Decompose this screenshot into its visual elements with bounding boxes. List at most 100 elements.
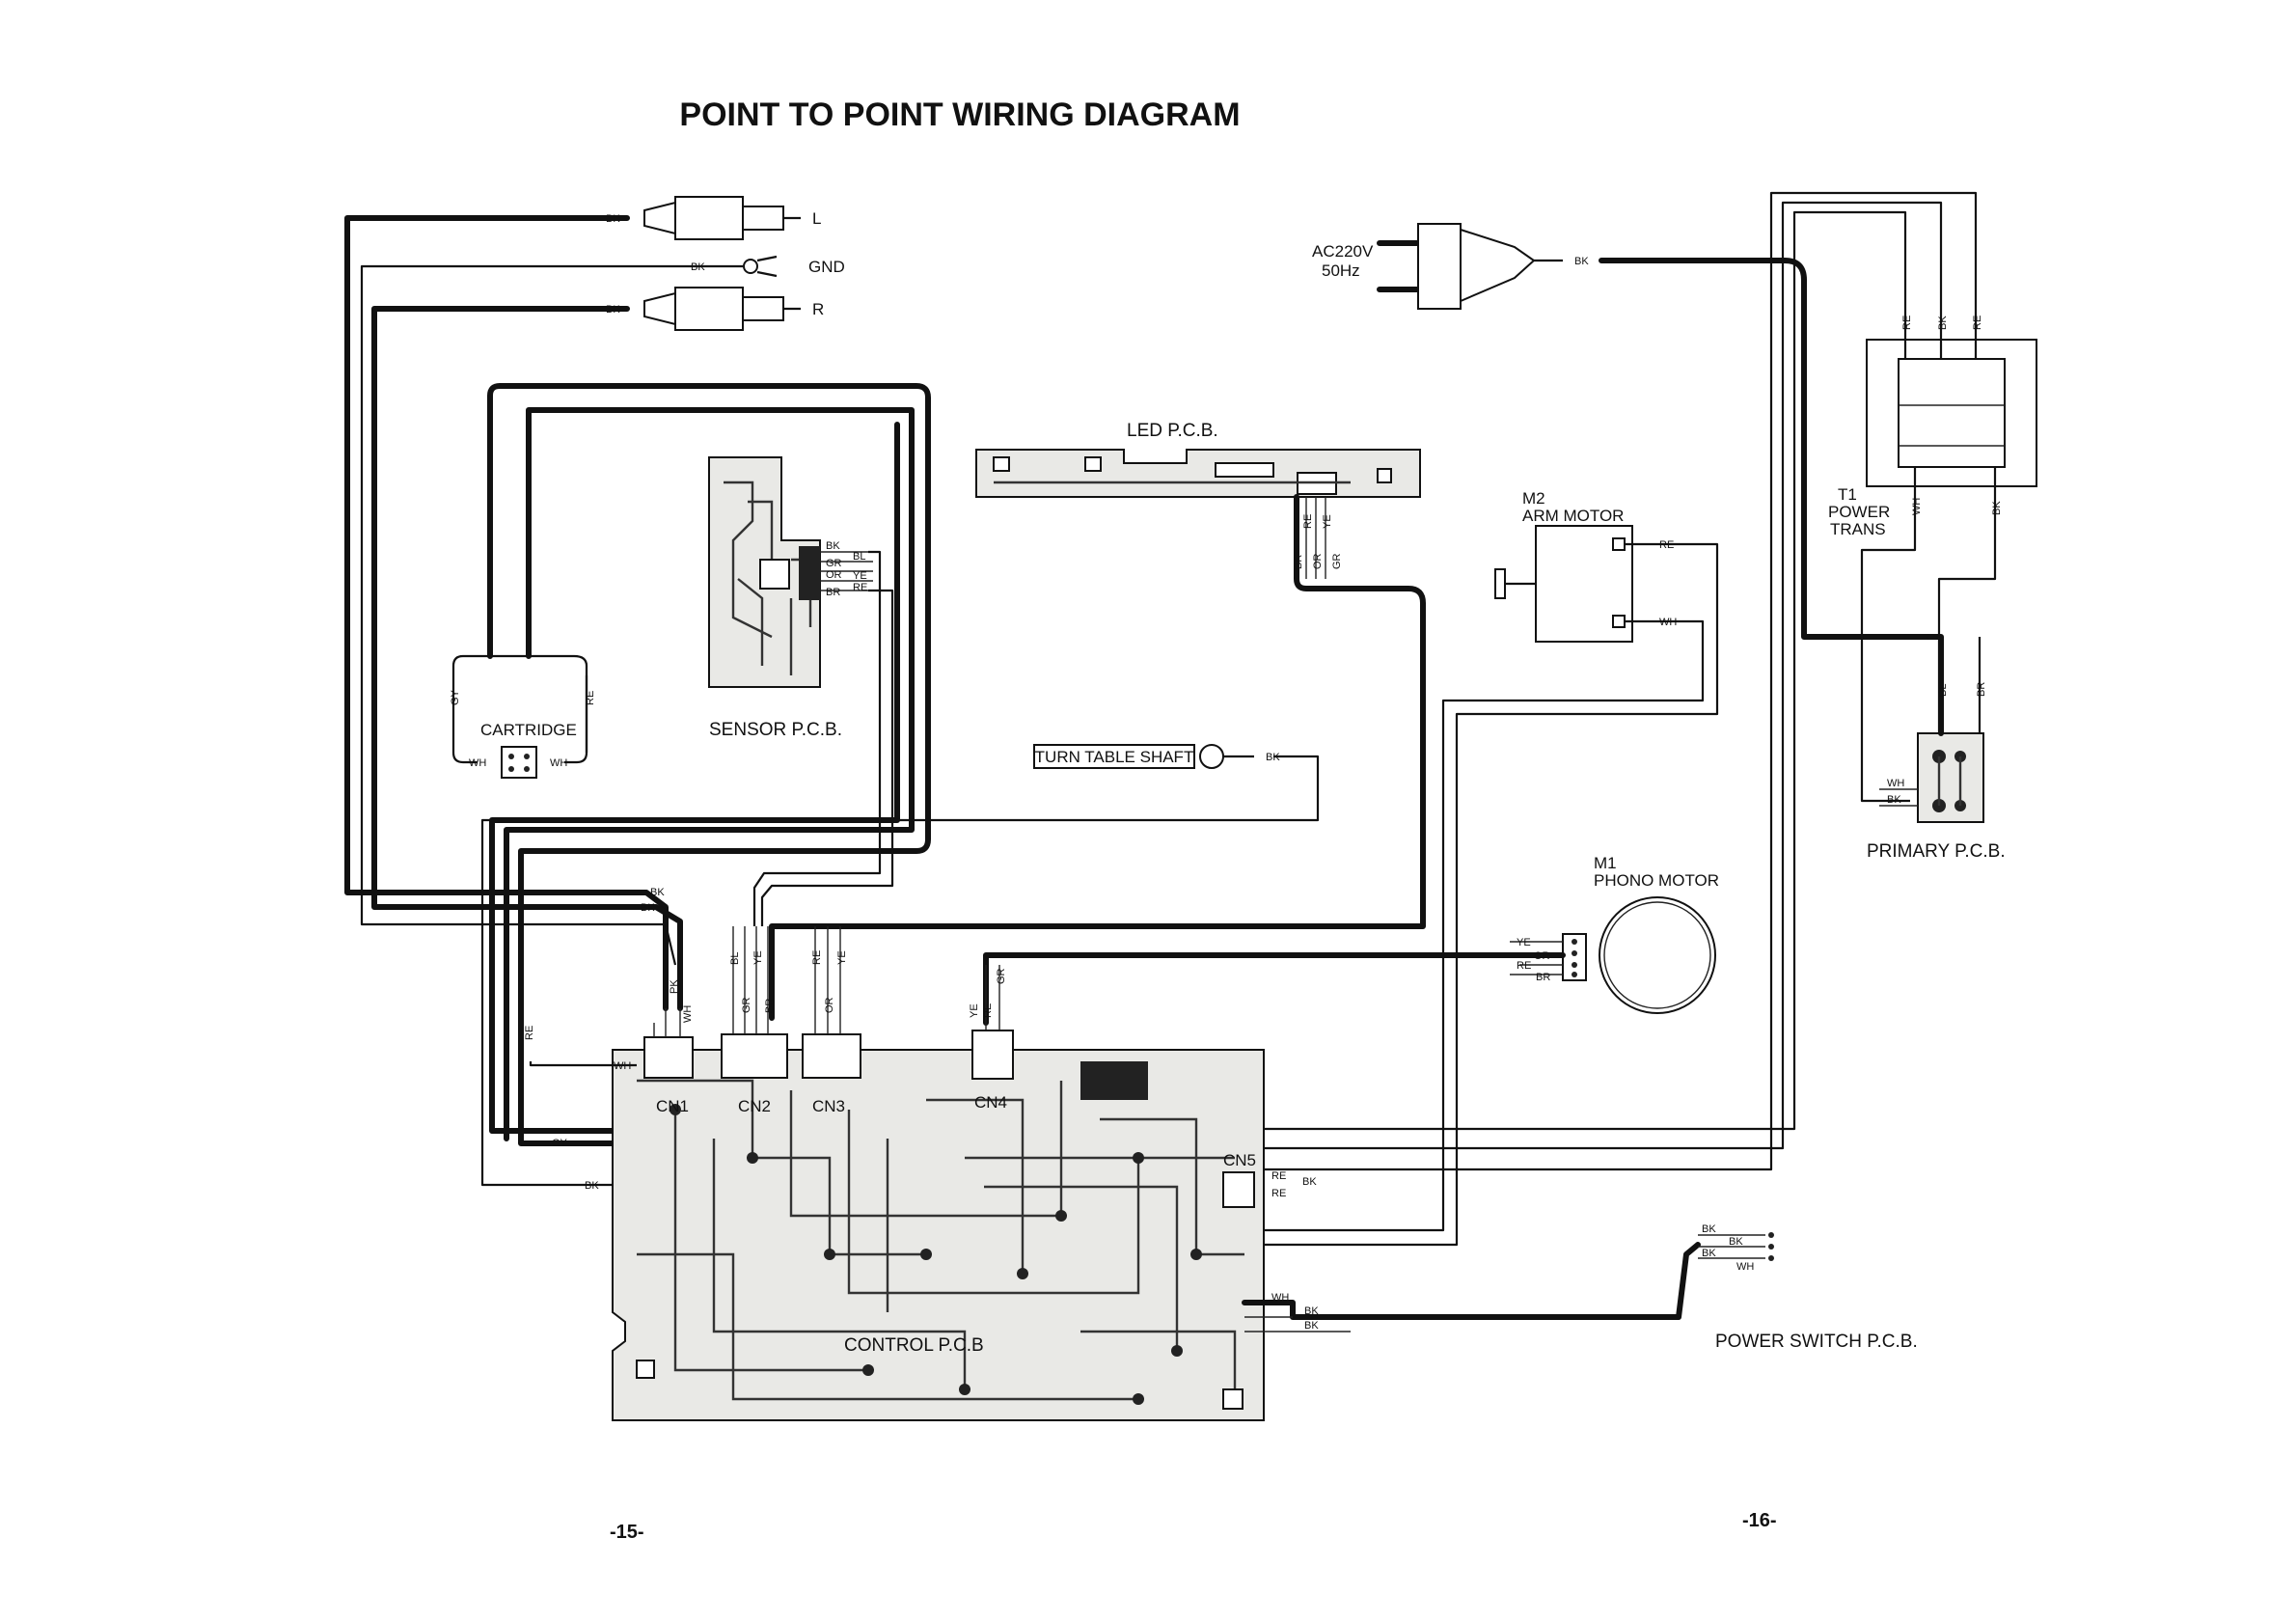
phono-motor xyxy=(1562,896,1716,1014)
led-pcb xyxy=(975,449,1421,498)
cn4-wire-re: RE xyxy=(982,1003,994,1018)
cartridge-wire-wh-left: WH xyxy=(469,757,486,769)
cn2-wire-gr: GR xyxy=(741,997,752,1013)
cn1-wire-pk: PK xyxy=(669,979,680,994)
cn3-wire-ye: YE xyxy=(836,950,848,965)
phono-wire-ye: YE xyxy=(1517,937,1531,948)
sensor-wire-ye: YE xyxy=(853,570,867,582)
transformer-wire-bk-bottom: BK xyxy=(1991,501,2003,515)
sensor-wire-br: BR xyxy=(826,587,840,598)
cn1-wire-re-left: RE xyxy=(524,1026,535,1040)
cn1-wire-wh: WH xyxy=(682,1005,694,1023)
control-switch-wire-bk-1: BK xyxy=(1304,1305,1319,1317)
led-wire-br: BR xyxy=(1293,555,1304,569)
switch-wire-bk-3: BK xyxy=(1702,1248,1716,1259)
cn2-label: CN2 xyxy=(738,1097,771,1115)
arm-motor-wire-wh xyxy=(1254,619,1705,1232)
control-pcb xyxy=(612,1049,1265,1421)
arm-motor xyxy=(1494,525,1633,643)
cable-tonearm-third xyxy=(489,422,900,1134)
ground-label: GND xyxy=(808,258,845,276)
transformer-wire-re-1: RE xyxy=(1901,316,1913,330)
output-left-label: L xyxy=(812,209,821,228)
power-transformer xyxy=(1866,339,2037,487)
phono-wire-or: OR xyxy=(1534,950,1550,962)
cn5-wire-bk: BK xyxy=(1302,1176,1317,1188)
power-wire-label: BK xyxy=(1574,256,1589,267)
power-switch-pcb-label: POWER SWITCH P.C.B. xyxy=(1715,1332,1918,1352)
transformer-wire-bk-top: BK xyxy=(1937,316,1949,330)
turntable-shaft-lug xyxy=(480,744,1320,1187)
primary-pcb-label: PRIMARY P.C.B. xyxy=(1867,841,2006,862)
turntable-shaft-box xyxy=(1033,744,1195,769)
control-pcb-label: CONTROL P.C.B xyxy=(844,1335,984,1356)
primary-pcb xyxy=(1917,732,1984,823)
cn2-connector xyxy=(721,926,788,1079)
cn4-wire-ye: YE xyxy=(969,1003,980,1018)
cartridge-wire-wh-right: WH xyxy=(550,757,567,769)
cn2-wire-ye: YE xyxy=(752,950,764,965)
cn5-connector xyxy=(1222,1171,1255,1208)
cn2-wire-br: BR xyxy=(764,999,776,1013)
turntable-shaft-wire: BK xyxy=(1266,752,1280,763)
cable-output-right xyxy=(371,306,683,1011)
arm-motor-wire-re xyxy=(1254,542,1719,1247)
power-frequency: 50Hz xyxy=(1322,261,1360,280)
sensor-pcb-label: SENSOR P.C.B. xyxy=(709,720,842,740)
control-wire-gy: GY xyxy=(552,1138,568,1149)
cn1-label: CN1 xyxy=(656,1097,689,1115)
control-switch-wire-bk-2: BK xyxy=(1304,1320,1319,1332)
primary-wire-br: BR xyxy=(1976,682,1987,697)
cn4-connector xyxy=(971,965,1014,1080)
ground-lug xyxy=(719,255,778,278)
cn1-wire-bk-1: BK xyxy=(650,887,665,898)
control-wire-bk: BK xyxy=(585,1180,599,1192)
switch-wire-wh: WH xyxy=(1736,1261,1754,1273)
phono-wire-br: BR xyxy=(1536,972,1550,983)
turntable-shaft-label: TURN TABLE SHAFT xyxy=(1035,748,1194,766)
led-wires xyxy=(769,494,1426,1021)
sensor-wire-re: RE xyxy=(853,582,867,593)
transformer-wire-re-2: RE xyxy=(1972,316,1983,330)
transformer-wire-wh: WH xyxy=(1911,498,1923,515)
cn4-wire-gr: GR xyxy=(996,968,1007,984)
cable-tonearm-outer xyxy=(487,383,931,1146)
cartridge xyxy=(451,654,588,779)
cn3-wire-re: RE xyxy=(811,950,823,965)
cartridge-wire-gy: GY xyxy=(450,689,461,705)
mains-plug xyxy=(1377,223,1563,310)
sensor-pcb xyxy=(708,456,821,688)
control-switch-wire-wh: WH xyxy=(1271,1292,1289,1304)
cn4-label: CN4 xyxy=(974,1093,1007,1112)
sensor-wire-or: OR xyxy=(826,569,842,581)
cn5-wire-re-1: RE xyxy=(1271,1170,1286,1182)
cable-ground xyxy=(360,264,719,966)
output-right-label: R xyxy=(812,300,824,318)
led-wire-gr: GR xyxy=(1331,553,1343,569)
cn3-wire-or: OR xyxy=(824,997,835,1013)
led-pcb-label: LED P.C.B. xyxy=(1127,421,1218,441)
sensor-wire-bl: BL xyxy=(853,551,865,563)
sensor-wire-gr: GR xyxy=(826,558,842,569)
cn1-wire-bk-2: BK xyxy=(641,902,655,914)
transformer-id: T1 xyxy=(1838,485,1857,504)
led-wire-re: RE xyxy=(1302,514,1314,529)
page-number-left: -15- xyxy=(610,1522,644,1543)
arm-motor-wire-re-label: RE xyxy=(1659,539,1674,551)
led-wire-ye: YE xyxy=(1322,514,1333,529)
cable-tonearm-inner xyxy=(504,407,915,1141)
cartridge-to-cn1-wire xyxy=(529,675,637,1067)
cn3-connector xyxy=(802,926,861,1079)
power-switch-leads xyxy=(1242,1232,1774,1333)
output-plug-right xyxy=(643,287,801,331)
cn1-connector xyxy=(643,1008,694,1079)
arm-motor-name: ARM MOTOR xyxy=(1522,507,1624,525)
phono-motor-name: PHONO MOTOR xyxy=(1594,871,1719,890)
power-cord xyxy=(1599,258,1932,640)
cartridge-label: CARTRIDGE xyxy=(480,721,577,739)
cn5-wire-re-2: RE xyxy=(1271,1188,1286,1199)
switch-wire-bk-1: BK xyxy=(1702,1223,1716,1235)
output-plug-left xyxy=(643,196,801,240)
primary-wires xyxy=(1879,634,1982,807)
